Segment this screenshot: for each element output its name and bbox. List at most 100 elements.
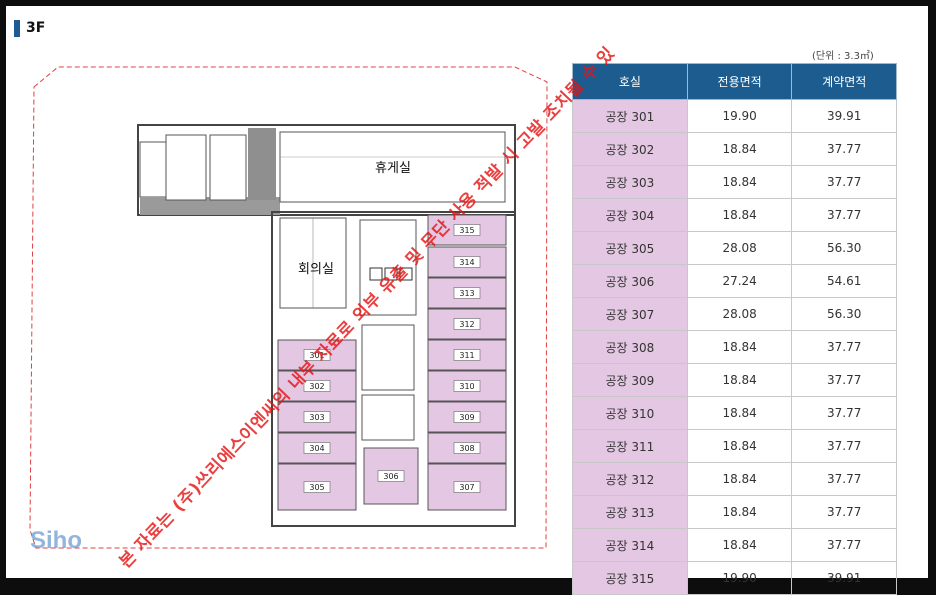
heading-accent-bar: [14, 19, 20, 37]
contract-area-cell: 54.61: [791, 264, 897, 298]
contract-area-cell: 37.77: [791, 462, 897, 496]
contract-area-cell: 37.77: [791, 528, 897, 562]
col-header-room: 호실: [572, 63, 688, 100]
unit-label: 306: [383, 472, 398, 481]
core-restroom: [361, 394, 415, 441]
floor-heading: 3F: [14, 18, 45, 38]
office-room-a: [165, 134, 207, 201]
contract-area-cell: 37.77: [791, 132, 897, 166]
site-boundary: [29, 66, 548, 549]
exclusive-area-cell: 18.84: [687, 198, 793, 232]
exclusive-area-cell: 18.84: [687, 429, 793, 463]
contract-area-cell: 37.77: [791, 429, 897, 463]
unit-tag: [453, 481, 481, 493]
exclusive-area-cell: 18.84: [687, 495, 793, 529]
exclusive-area-cell: 18.84: [687, 165, 793, 199]
exclusive-area-cell: 28.08: [687, 231, 793, 265]
unit-tag: [453, 287, 481, 299]
exclusive-area-cell: 18.84: [687, 132, 793, 166]
table-header-row: 호실 전용면적 계약면적: [572, 63, 897, 100]
room-cell: 공장 313: [572, 495, 688, 529]
room-cell: 공장 301: [572, 99, 688, 133]
contract-area-cell: 56.30: [791, 231, 897, 265]
room-cell: 공장 314: [572, 528, 688, 562]
unit-tag: [303, 411, 331, 423]
stair-block: [139, 141, 167, 198]
unit-tag: [453, 256, 481, 268]
unit-tag: [377, 470, 405, 482]
unit-tag: [303, 481, 331, 493]
room-cell: 공장 308: [572, 330, 688, 364]
lounge-label: 휴게실: [375, 161, 411, 176]
unit-label: 310: [459, 382, 474, 391]
office-room-b: [209, 134, 247, 201]
unit-label: 305: [309, 483, 324, 492]
unit-label: 313: [459, 289, 474, 298]
room-cell: 공장 303: [572, 165, 688, 199]
contract-area-cell: 39.91: [791, 99, 897, 133]
elevator-2: [384, 267, 398, 281]
exclusive-area-cell: 18.84: [687, 396, 793, 430]
unit-tag: [453, 411, 481, 423]
room-cell: 공장 305: [572, 231, 688, 265]
unit-tag: [453, 318, 481, 330]
meeting-label: 회의실: [298, 262, 334, 277]
unit-label: 308: [459, 444, 474, 453]
unit-label: 312: [459, 320, 474, 329]
unit-tag: [303, 442, 331, 454]
room-cell: 공장 310: [572, 396, 688, 430]
unit-box-315: [427, 214, 507, 246]
lounge-room: [279, 131, 506, 203]
north-wing-outline: [137, 124, 516, 216]
contract-area-cell: 37.77: [791, 363, 897, 397]
hatched-wall: [248, 128, 276, 200]
contract-area-cell: 37.77: [791, 495, 897, 529]
room-cell: 공장 302: [572, 132, 688, 166]
contract-area-cell: 37.77: [791, 396, 897, 430]
unit-label: 307: [459, 483, 474, 492]
elevator-3: [399, 267, 413, 281]
col-header-exclusive-area: 전용면적: [686, 63, 793, 100]
room-cell: 공장 306: [572, 264, 688, 298]
unit-label: 309: [459, 413, 474, 422]
unit-label: 304: [309, 444, 324, 453]
contract-area-cell: 37.77: [791, 330, 897, 364]
room-cell: 공장 307: [572, 297, 688, 331]
south-wing-outline: [271, 211, 516, 527]
unit-tag: [303, 349, 331, 361]
exclusive-area-cell: 18.84: [687, 330, 793, 364]
room-cell: 공장 304: [572, 198, 688, 232]
unit-tag: [453, 224, 481, 236]
units-layer: 3013023033043053063073083093103113123133…: [277, 214, 507, 511]
contract-area-cell: 37.77: [791, 198, 897, 232]
unit-note: (단위 : 3.3㎡): [812, 51, 874, 62]
unit-tag: [453, 380, 481, 392]
elevator-1: [369, 267, 383, 281]
exclusive-area-cell: 27.24: [687, 264, 793, 298]
exclusive-area-cell: 19.90: [687, 99, 793, 133]
contract-area-cell: 37.77: [791, 165, 897, 199]
unit-label: 301: [309, 351, 324, 360]
exclusive-area-cell: 18.84: [687, 462, 793, 496]
contract-area-cell: 56.30: [791, 297, 897, 331]
room-cell: 공장 311: [572, 429, 688, 463]
unit-tag: [453, 349, 481, 361]
room-cell: 공장 309: [572, 363, 688, 397]
hatched-band: [140, 197, 280, 215]
core-stair: [361, 324, 415, 391]
unit-label: 314: [459, 258, 474, 267]
